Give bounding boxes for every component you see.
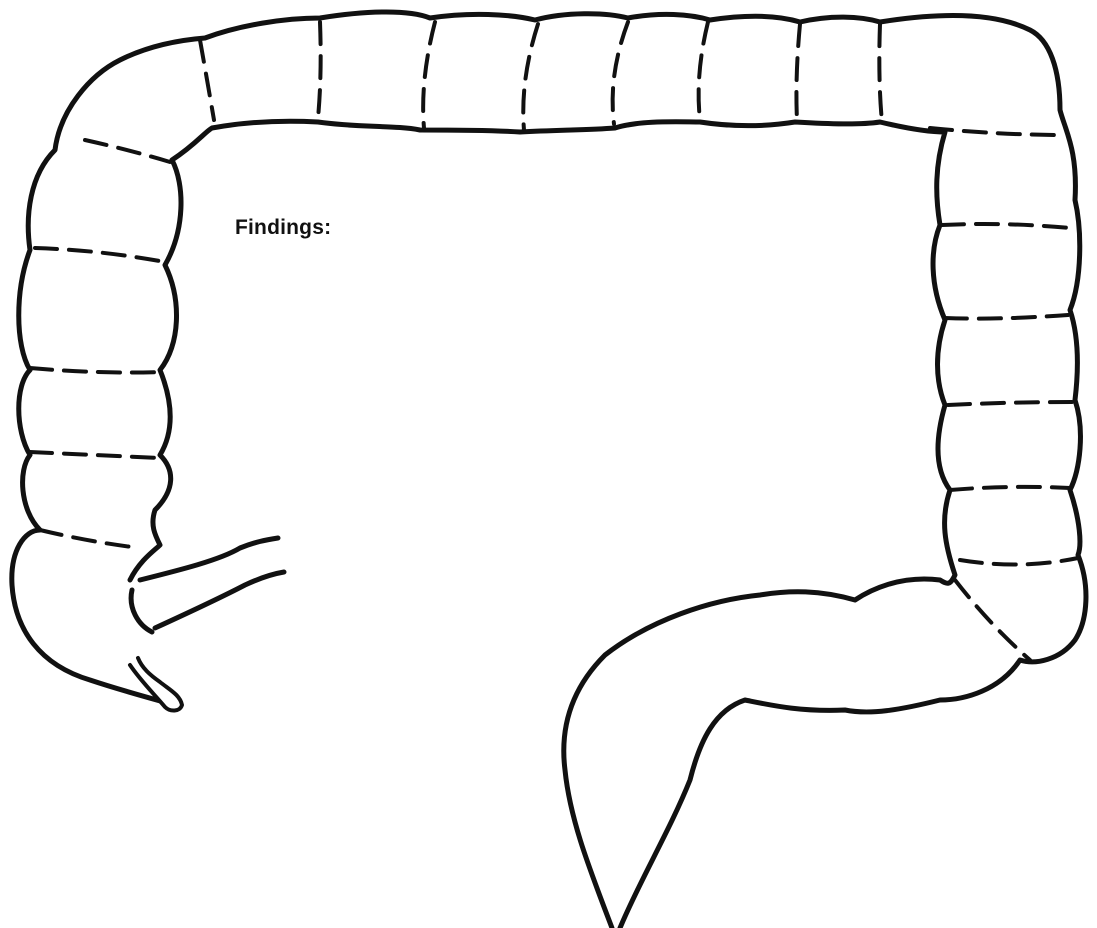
colon-outer-contour bbox=[12, 12, 1086, 928]
appendix bbox=[130, 658, 182, 711]
ileum-lower-line bbox=[155, 572, 284, 628]
findings-label: Findings: bbox=[235, 216, 331, 240]
cecum-valve-line bbox=[131, 590, 152, 632]
colon-inner-contour bbox=[130, 121, 955, 928]
haustral-markings bbox=[30, 22, 1078, 660]
